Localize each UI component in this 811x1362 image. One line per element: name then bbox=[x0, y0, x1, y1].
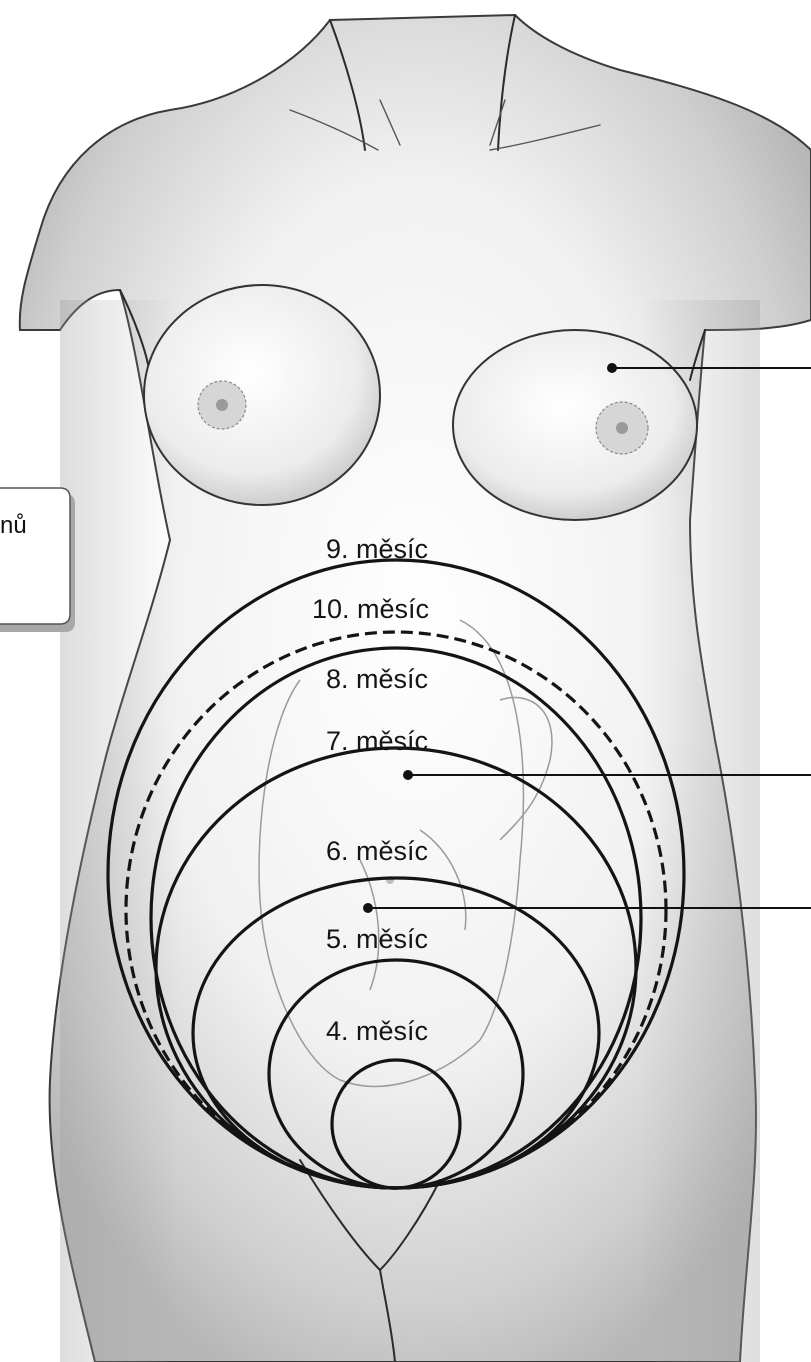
label-month-7: 7. měsíc bbox=[326, 726, 428, 756]
uterus-pointer-upper-dot bbox=[403, 770, 413, 780]
nipple-right bbox=[616, 422, 628, 434]
callout-box bbox=[0, 488, 75, 632]
label-month-10: 10. měsíc bbox=[312, 594, 429, 624]
label-month-8: 8. měsíc bbox=[326, 664, 428, 694]
label-month-9: 9. měsíc bbox=[326, 534, 428, 564]
label-month-5: 5. měsíc bbox=[326, 924, 428, 954]
breast-left bbox=[144, 285, 380, 505]
breast-right bbox=[453, 330, 697, 520]
callout-box-text: nů bbox=[0, 512, 27, 540]
label-month-4: 4. měsíc bbox=[326, 1016, 428, 1046]
nipple-left bbox=[216, 399, 228, 411]
uterus-pointer-lower-dot bbox=[363, 903, 373, 913]
breast-pointer-dot bbox=[607, 363, 617, 373]
label-month-6: 6. měsíc bbox=[326, 836, 428, 866]
